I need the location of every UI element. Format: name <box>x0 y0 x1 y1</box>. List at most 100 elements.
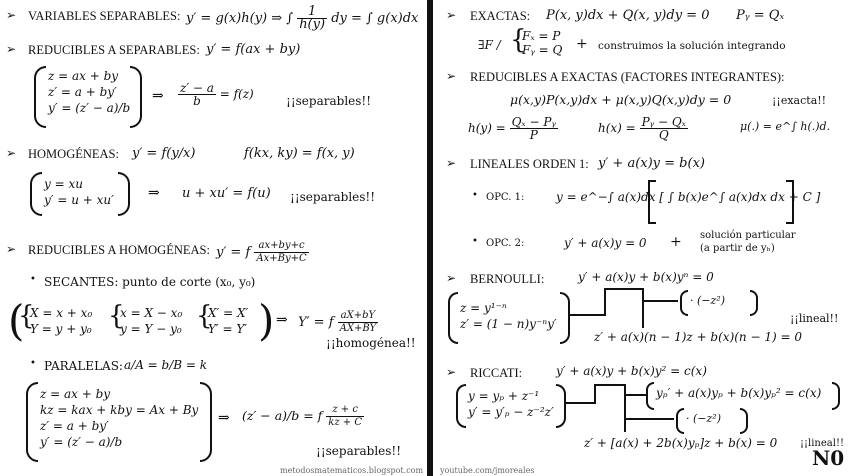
flow-line <box>604 288 644 290</box>
opc2-eq: y′ + a(x)y = 0 <box>564 236 647 250</box>
lineal-note: ¡¡lineal!! <box>790 312 839 325</box>
bullet-arrow: ➢ <box>6 146 17 160</box>
paralelas-system: z = ax + by kz = kax + kby = Ax + By z′ … <box>40 386 198 450</box>
res-prefix: Y′ = f <box>298 315 334 330</box>
reducibles-exactas-eq: μ(x,y)P(x,y)dx + μ(x,y)Q(x,y)dy = 0 <box>510 92 732 107</box>
res-tail: = f(z) <box>219 87 254 101</box>
exactas-note: construimos la solución integrando <box>598 40 786 52</box>
sys-line: y = xu <box>44 177 83 191</box>
secantes-system-c: X′ = X′ Y′ = Y′ <box>208 305 248 337</box>
bernoulli-mult: · (−z²) <box>690 294 725 307</box>
substitution-system: z = ax + by z′ = a + by′ y′ = (z′ − a)/b <box>48 68 130 116</box>
bernoulli-system: z = y¹⁻ⁿ z′ = (1 − n)y⁻ⁿy′ <box>460 300 557 332</box>
frac-num: aX+bY <box>337 310 379 323</box>
riccati-eq: y′ + a(x)y + b(x)y² = c(x) <box>556 364 707 378</box>
reducibles-separables-title: REDUCIBLES A SEPARABLES: <box>28 43 200 57</box>
left-paren <box>26 382 38 462</box>
right-paren <box>740 408 748 434</box>
exactas-system: Fₓ = P Fᵧ = Q <box>522 29 562 57</box>
frac-den: P <box>529 128 538 142</box>
brace: { <box>196 301 213 331</box>
opc2-label: OPC. 2: <box>486 238 525 249</box>
riccati-particular: yₚ′ + a(x)yₚ + b(x)yₚ² = c(x) <box>656 386 822 400</box>
sys-line: y = yₚ + z⁻¹ <box>468 389 540 403</box>
sys-line: Y′ = Y′ <box>208 322 247 336</box>
bullet-arrow: ➢ <box>446 69 457 83</box>
left-paren <box>30 172 42 216</box>
channel-logo: N0 <box>812 446 845 470</box>
paralelas-label: PARALELAS: <box>44 359 123 373</box>
exactas-title: EXACTAS: <box>470 9 531 23</box>
sys-line: kz = kax + kby = Ax + By <box>40 403 199 417</box>
left-paren <box>448 292 458 344</box>
flow-line <box>642 288 644 328</box>
riccati-title: RICCATI: <box>470 366 523 380</box>
separables-title: VARIABLES SEPARABLES: <box>28 9 181 23</box>
lineales-title: LINEALES ORDEN 1: <box>470 157 589 171</box>
implies-arrow: ⇒ <box>276 312 288 328</box>
sys-line: y′ = u + xu′ <box>44 193 114 207</box>
frac-num: ax+by+c <box>254 240 309 253</box>
frac-den: AX+BY <box>339 323 377 334</box>
res-den: b <box>193 94 201 108</box>
bullet-arrow: ➢ <box>6 42 17 56</box>
left-paren <box>676 408 684 434</box>
plus-sign: + <box>576 36 588 52</box>
sys-line: x = X − x₀ <box>120 306 183 320</box>
flow-line <box>624 384 626 432</box>
homogenea-note: ¡¡homogénea!! <box>326 336 416 350</box>
bullet-arrow: ➢ <box>6 242 17 256</box>
sys-line: X′ = X′ <box>208 306 249 320</box>
right-paren <box>750 290 758 316</box>
sys-line: z′ = (1 − n)y⁻ⁿy′ <box>460 317 557 331</box>
sys-line: y = Y − y₀ <box>120 322 182 336</box>
right-paren <box>118 172 130 216</box>
bernoulli-eq: y′ + a(x)y + b(x)yⁿ = 0 <box>578 270 714 284</box>
secantes-label: SECANTES: punto de corte (x₀, y₀) <box>44 275 256 289</box>
flow-line <box>624 394 646 396</box>
mu-formula: μ(.) = e^∫ h(.)d. <box>740 120 831 133</box>
riccati-result: z′ + [a(x) + 2b(x)yₚ]z + b(x) = 0 <box>584 436 778 450</box>
separables-note: ¡¡separables!! <box>290 190 376 204</box>
frac-num: z + c <box>326 404 365 417</box>
exacta-note: ¡¡exacta!! <box>772 94 827 107</box>
riccati-mult: · (−z²) <box>686 412 721 425</box>
bullet-dot: • <box>472 236 478 247</box>
flow-line <box>566 402 594 404</box>
implies-arrow: ⇒ <box>152 88 164 104</box>
sys-line: y′ = (z′ − a)/b <box>48 101 131 115</box>
right-bracket <box>786 180 794 224</box>
sys-line: y′ = y′ₚ − z⁻²z′ <box>468 405 554 419</box>
bullet-arrow: ➢ <box>446 365 457 379</box>
flow-line <box>570 314 604 316</box>
implies-arrow: ⇒ <box>218 410 230 426</box>
left-paren <box>646 382 654 410</box>
left-paren <box>34 66 46 128</box>
left-bracket <box>648 180 656 224</box>
left-paren <box>680 290 688 316</box>
flow-line <box>624 418 674 420</box>
exactas-eq: P(x, y)dx + Q(x, y)dy = 0 <box>546 8 710 23</box>
sys-line: z = y¹⁻ⁿ <box>460 301 507 315</box>
flow-line <box>594 384 596 404</box>
homogeneas-title: HOMOGÉNEAS: <box>28 147 119 161</box>
bullet-dot: • <box>472 190 478 201</box>
implies-arrow: ⇒ <box>148 185 160 201</box>
frac-num: Qₓ − Pᵧ <box>509 115 558 129</box>
frac-num: Pᵧ − Qₓ <box>639 115 688 129</box>
plus-sign: + <box>670 234 682 250</box>
open-brace: ( <box>8 296 25 345</box>
homogeneas-result: u + xu′ = f(u) <box>182 186 271 201</box>
right-paren <box>200 382 212 462</box>
exactas-cond: Pᵧ = Qₓ <box>736 8 785 23</box>
opc1-eq: y = e^−∫ a(x)dx [ ∫ b(x)e^∫ a(x)dx dx + … <box>556 190 821 204</box>
bullet-arrow: ➢ <box>6 8 17 22</box>
frac-den: Q <box>658 128 669 142</box>
youtube-footer: youtube.com/jmoreales <box>440 466 535 475</box>
flow-line <box>594 384 626 386</box>
riccati-system: y = yₚ + z⁻¹ y′ = y′ₚ − z⁻²z′ <box>468 388 554 420</box>
